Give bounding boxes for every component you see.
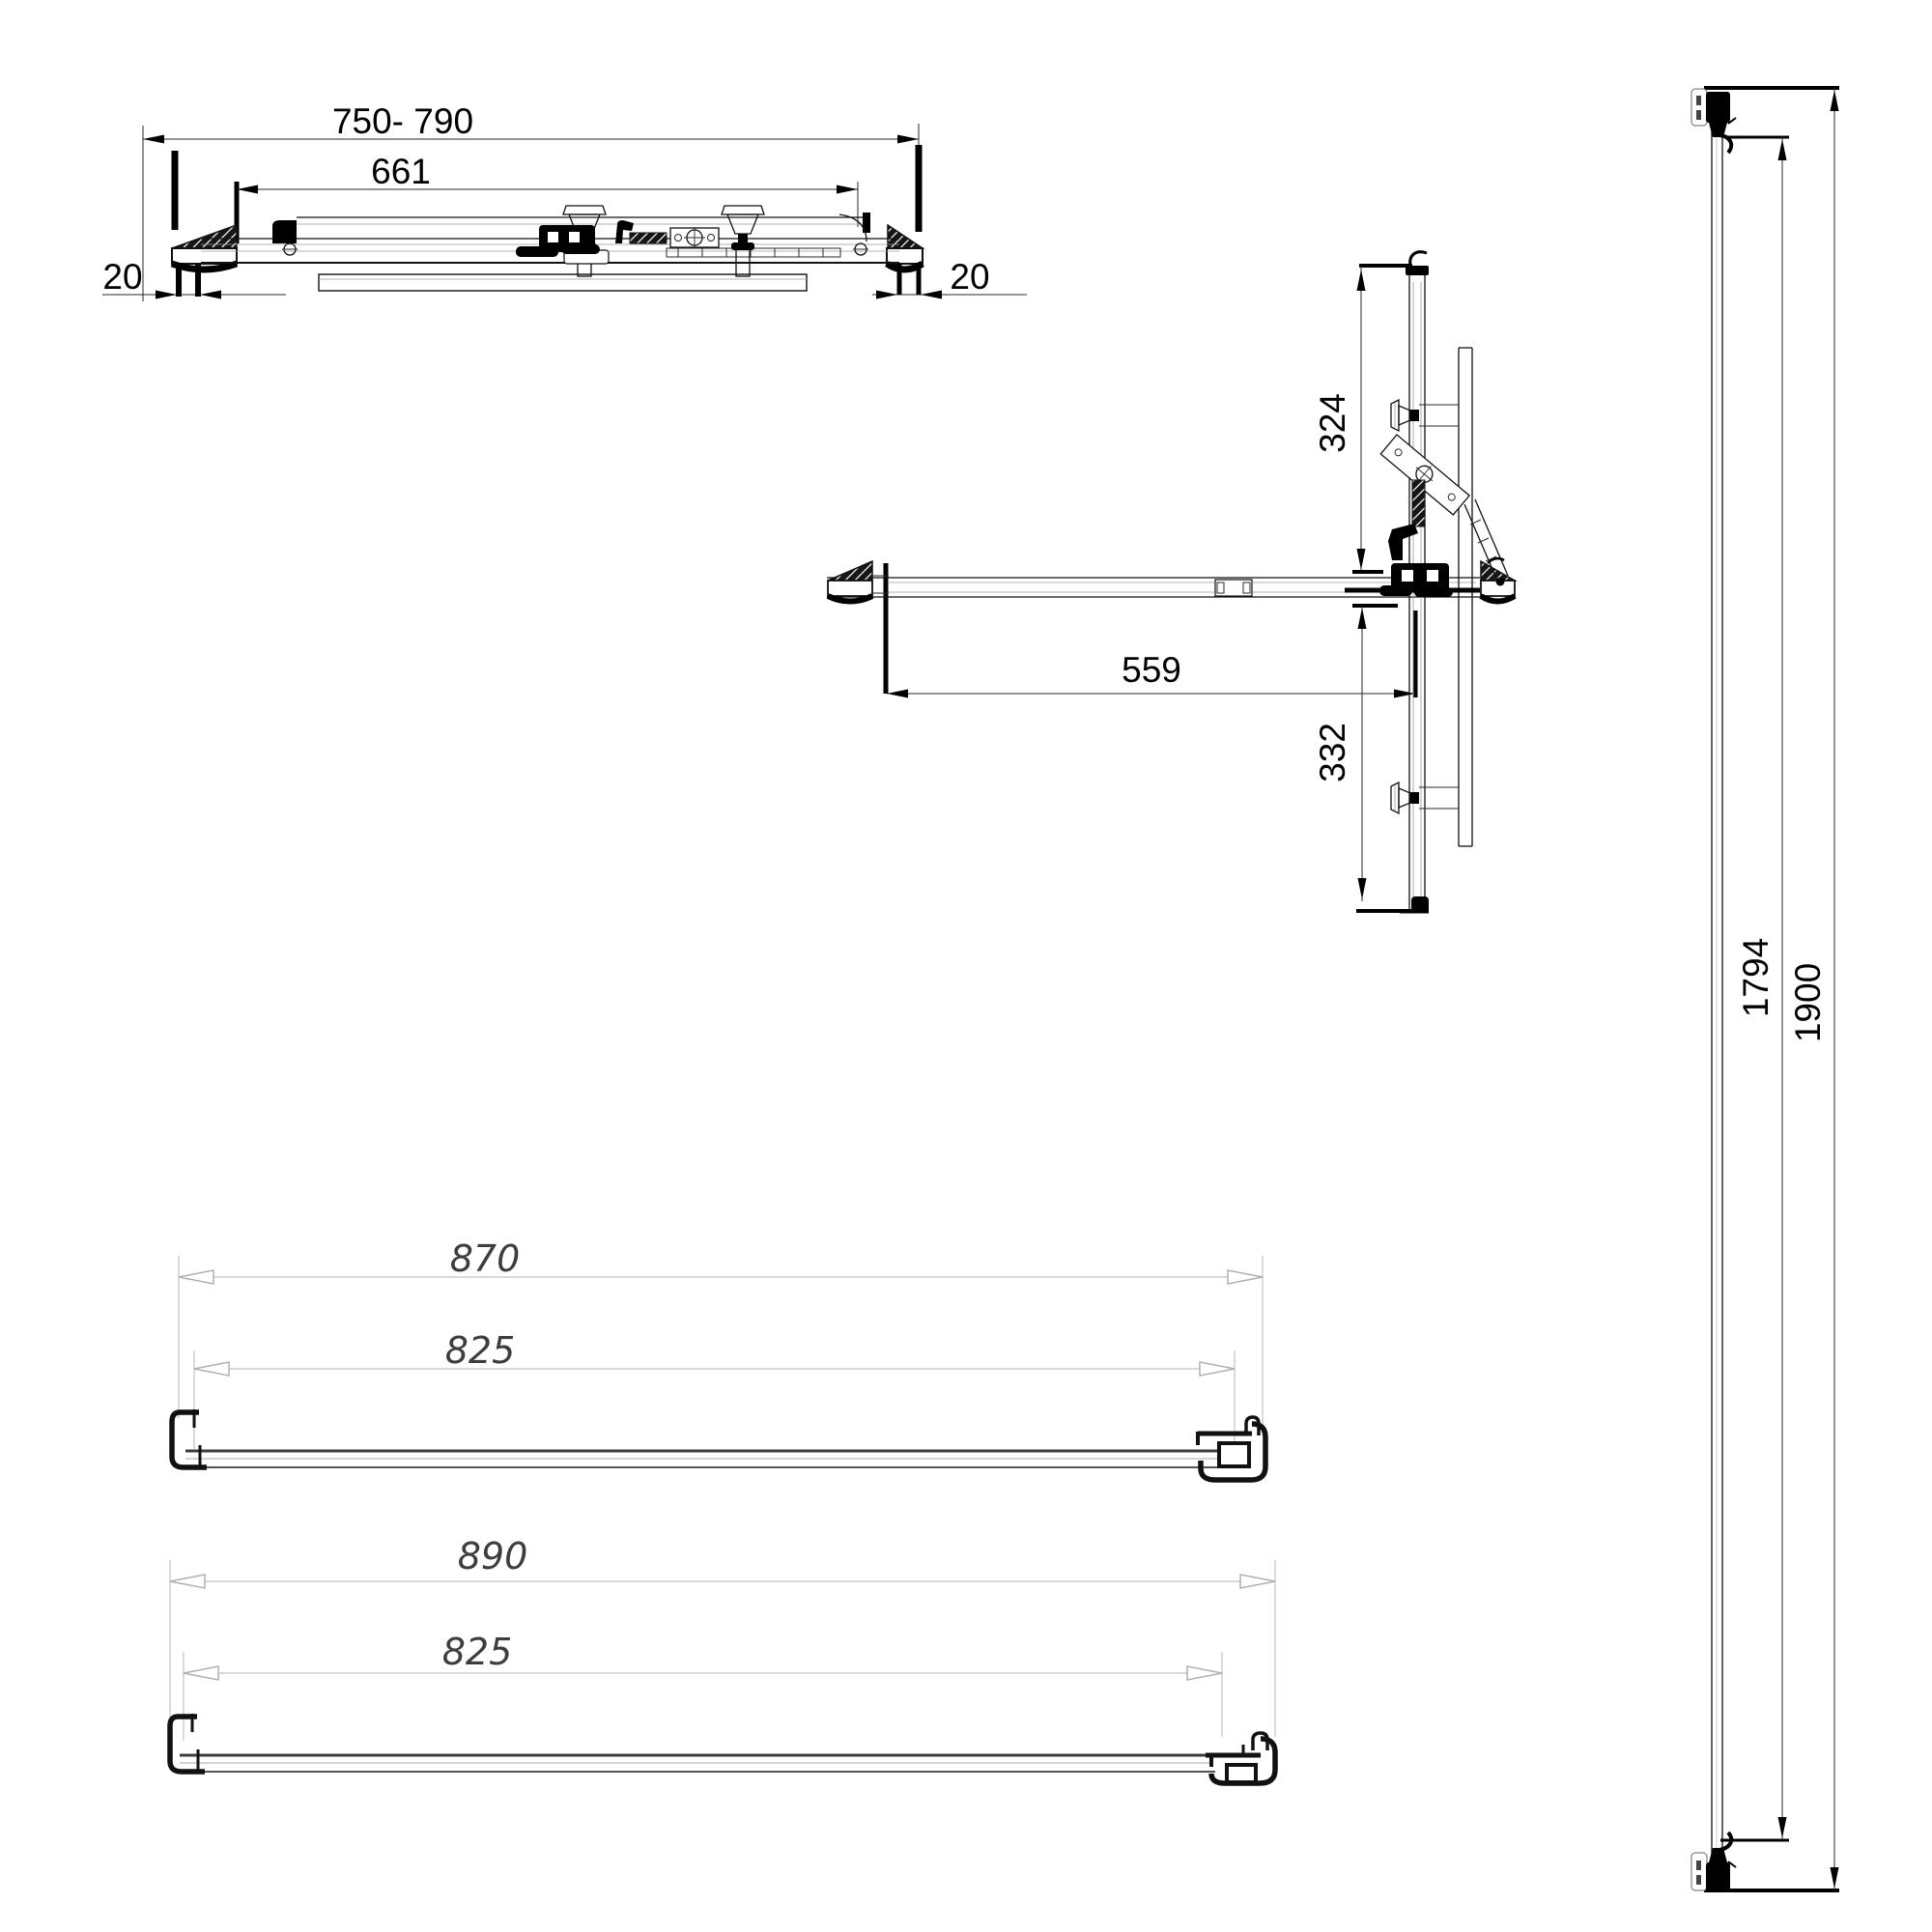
rail-a-end-cap-right [1196, 1415, 1268, 1483]
view-top-track-plan: 750- 790 661 20 20 [102, 101, 1027, 301]
bar-clamp [1345, 563, 1480, 597]
dimension-lower-overlap: 332 [1313, 604, 1425, 913]
dimension-rail-a-glass: 825 [193, 1329, 1236, 1449]
rail-a-bar [180, 1449, 1225, 1468]
hatched-stem [1411, 479, 1426, 527]
dim-label-gap-left: 20 [102, 257, 142, 297]
view-return-plan: 324 332 559 [826, 250, 1518, 914]
dimension-total-height: 1900 [1788, 88, 1839, 1890]
dim-label-total-height: 1900 [1788, 963, 1828, 1042]
dimension-door-depth: 559 [883, 563, 1418, 698]
view-bottom-rail-a: 870 825 [169, 1237, 1268, 1483]
dimension-wall-gap-left: 20 [102, 257, 286, 299]
bottom-bracket [1690, 1831, 1737, 1892]
panel-top-hook [1408, 250, 1428, 267]
dimension-rail-b-overall: 890 [169, 1535, 1276, 1737]
dimension-overall-width: 750- 790 [142, 101, 920, 301]
dim-label-door-depth: 559 [1122, 650, 1181, 690]
dim-label-rail-a-glass: 825 [445, 1329, 516, 1372]
view-bottom-rail-b: 890 825 [167, 1535, 1278, 1786]
suction-knob-lower [1390, 781, 1459, 815]
dimension-wall-gap-right: 20 [872, 257, 1027, 299]
dim-label-rail-b-overall: 890 [458, 1535, 528, 1577]
view-wall-profile-elevation: 1794 1900 [1690, 86, 1839, 1892]
dimension-glass-height: 1794 [1720, 135, 1789, 1842]
dim-label-glass-height: 1794 [1736, 938, 1776, 1017]
dimension-glass-width: 661 [234, 152, 859, 243]
dim-label-overall-width: 750- 790 [332, 101, 473, 141]
stop-flag [615, 220, 634, 243]
wall-profile-right [885, 145, 925, 295]
track-end-corner-left [272, 220, 297, 243]
hatched-gasket [629, 232, 668, 244]
suction-knob-upper [1390, 398, 1459, 433]
dim-label-lower-overlap: 332 [1313, 723, 1352, 782]
fixed-panel-section [1458, 347, 1473, 847]
dim-label-glass-width: 661 [371, 152, 431, 191]
rail-b-end-cap-right [1206, 1731, 1278, 1786]
lock-lever [1388, 524, 1418, 560]
toothed-rail [666, 247, 841, 258]
support-arm [1379, 434, 1509, 586]
dimension-rail-a-overall: 870 [178, 1237, 1264, 1435]
dimension-upper-overlap: 324 [1313, 264, 1412, 574]
track-end-corner-right [863, 213, 870, 233]
profile-pole [1711, 124, 1723, 1858]
top-bracket [1690, 88, 1737, 155]
dimension-rail-b-glass: 825 [183, 1631, 1223, 1741]
adjuster-fitting [669, 227, 720, 248]
wall-profile-left [170, 151, 239, 297]
wall-profile-left-return [826, 559, 889, 605]
panel-bottom-cap [1411, 896, 1429, 913]
rail-a-end-hook-left [169, 1409, 207, 1470]
glass-clamp [516, 225, 610, 265]
dim-label-gap-right: 20 [950, 257, 989, 297]
roller-knob-right [721, 205, 765, 277]
bottom-plate [318, 273, 808, 292]
rail-b-end-hook-left [167, 1714, 205, 1775]
dim-label-rail-b-glass: 825 [442, 1631, 513, 1673]
dim-label-upper-overlap: 324 [1313, 393, 1352, 453]
dim-label-rail-a-overall: 870 [450, 1237, 521, 1280]
panel-top-cap [1406, 266, 1429, 275]
rail-b-bar [174, 1753, 1215, 1773]
